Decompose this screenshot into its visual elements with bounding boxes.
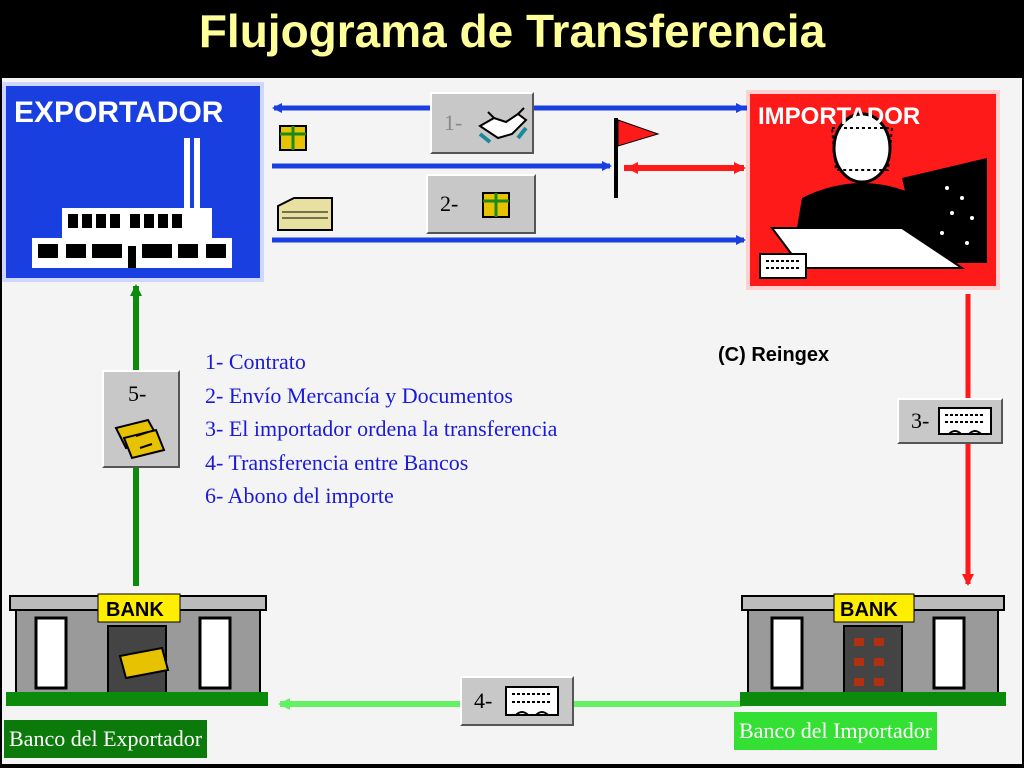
step-1-button[interactable]: 1- xyxy=(430,92,534,154)
legend-item: 3- El importador ordena la transferencia xyxy=(205,416,558,441)
money-icon xyxy=(118,646,170,680)
package-small-icon xyxy=(482,192,510,218)
handshake-icon xyxy=(478,107,528,144)
flag-icon xyxy=(614,118,660,198)
businessman-icon xyxy=(759,112,987,279)
diagram-canvas: EXPORTADOR IMPORTADOR BANK BANK 1- 2- 3-… xyxy=(2,78,1022,764)
legend-item: 1- Contrato xyxy=(205,349,306,374)
step-1-label: 1- xyxy=(444,110,463,135)
copyright-text: (C) Reingex xyxy=(718,344,830,366)
exportador-node xyxy=(2,82,264,282)
importador-node xyxy=(746,90,1000,290)
importador-label: IMPORTADOR xyxy=(758,103,920,130)
bank-exportador-building xyxy=(6,593,268,706)
bank-exportador-word: BANK xyxy=(106,599,164,621)
bank-importador-building xyxy=(740,593,1006,706)
step-4-button[interactable]: 4- xyxy=(460,676,574,726)
money-bag-icon xyxy=(114,418,166,460)
step-5-button[interactable]: 5- xyxy=(102,370,180,468)
step-3-label: 3- xyxy=(911,408,930,433)
legend-item: 6- Abono del importe xyxy=(205,483,394,508)
step-3-button[interactable]: 3- xyxy=(897,398,1003,444)
diagram-svg: EXPORTADOR IMPORTADOR BANK BANK xyxy=(2,82,1006,710)
folder-icon xyxy=(277,197,333,231)
bank-importador-word: BANK xyxy=(840,599,898,621)
legend: 1- Contrato 2- Envío Mercancía y Documen… xyxy=(205,345,557,513)
legend-item: 2- Envío Mercancía y Documentos xyxy=(205,382,513,408)
step-4-label: 4- xyxy=(474,688,493,713)
document-icon xyxy=(938,407,992,435)
banco-importador-label: Banco del Importador xyxy=(734,712,938,750)
factory-icon xyxy=(32,138,232,268)
exportador-label: EXPORTADOR xyxy=(14,96,224,129)
banco-exportador-label: Banco del Exportador xyxy=(4,720,208,758)
document-icon xyxy=(505,686,559,716)
step-5-label: 5- xyxy=(128,381,147,406)
step-2-label: 2- xyxy=(440,191,459,216)
step-2-button[interactable]: 2- xyxy=(426,174,536,234)
legend-item: 4- Transferencia entre Bancos xyxy=(205,449,469,475)
page-title: Flujograma de Transferencia xyxy=(198,5,826,57)
package-icon xyxy=(279,125,307,151)
